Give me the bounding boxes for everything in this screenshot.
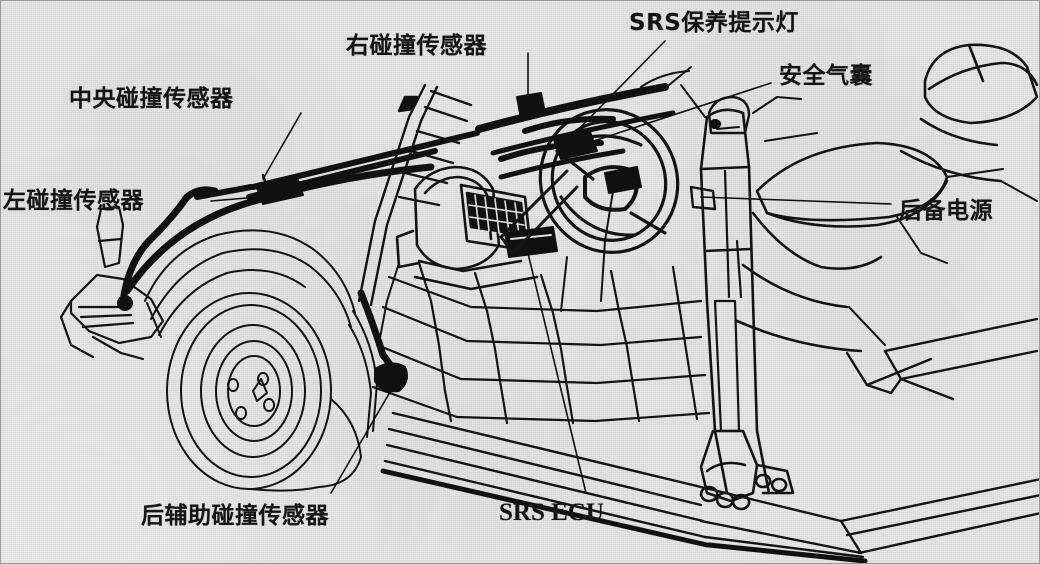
leader-center-crash-sensor	[262, 112, 302, 180]
harness-left-branch	[119, 186, 219, 305]
label-center-crash-sensor: 中央碰撞传感器	[69, 86, 234, 112]
instrument-panel	[395, 165, 539, 291]
label-left-crash-sensor: 左碰撞传感器	[3, 188, 144, 214]
steering-wheel	[538, 108, 680, 254]
label-srs-warning-lamp: SRS保养提示灯	[629, 10, 799, 36]
center-crash-sensor-part	[255, 173, 304, 205]
backup-power-part	[689, 185, 717, 211]
leader-srs-ecu	[524, 240, 587, 494]
front-bumper-assembly	[59, 205, 165, 361]
cowl-top-edge	[475, 83, 669, 133]
leader-backup-power	[700, 196, 892, 205]
leader-rear-aux-sensor	[330, 386, 394, 494]
leader-lines	[210, 40, 892, 494]
front-wheel	[166, 292, 362, 492]
harness-grommet	[117, 295, 133, 311]
interior-trim-lines	[378, 66, 1038, 346]
steering-column	[499, 169, 579, 255]
label-backup-power: 后备电源	[899, 198, 993, 224]
label-right-crash-sensor: 右碰撞传感器	[346, 33, 487, 59]
seat-belt-retractor-housing	[707, 95, 751, 135]
seat-belt-webbing	[713, 169, 743, 433]
rocker-panel	[383, 411, 1039, 559]
rocker-panel-heavy	[380, 468, 868, 563]
frame-rails-secondary	[194, 130, 480, 200]
label-rear-aux-crash-sensor: 后辅助碰撞传感器	[141, 503, 329, 529]
steering-wheel-hub-shading	[498, 115, 616, 162]
floor-pan	[371, 261, 711, 425]
front-fender	[144, 229, 378, 438]
label-airbag: 安全气囊	[779, 63, 873, 89]
leader-srs-warning-lamp	[566, 40, 666, 142]
leader-airbag	[556, 82, 772, 154]
seat-frame-bracket	[845, 317, 1039, 401]
rear-harness	[357, 289, 397, 373]
frame-rails	[123, 163, 435, 295]
leader-left-crash-sensor	[210, 196, 260, 202]
headrest	[899, 43, 1039, 183]
seat-belt-anchor	[699, 429, 795, 511]
seat-assembly	[735, 141, 949, 353]
label-srs-ecu: SRS ECU	[499, 499, 604, 526]
cowl-top-edge-2	[490, 110, 676, 180]
